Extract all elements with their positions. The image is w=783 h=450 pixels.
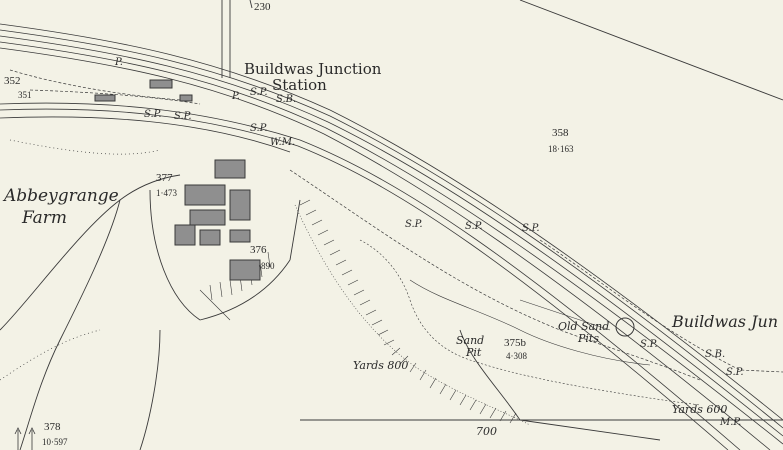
old-sand-label: Old Sand [558, 320, 610, 333]
abbrev-wm: W.M. [270, 137, 296, 148]
abbrev-p-2: P. [232, 91, 240, 102]
farm-buildings [174, 159, 261, 281]
pit-label: Pit [466, 346, 482, 359]
abbrev-sp-9: S.P. [726, 367, 744, 378]
station-buildings [94, 79, 193, 102]
abbrev-sp-7: S.P. [522, 223, 540, 234]
station-name-line2: Station [272, 76, 327, 94]
abbrev-sp-4: S.P. [250, 123, 268, 134]
parcel-230: 230 [254, 1, 271, 13]
parcel-377: 377 [156, 172, 173, 184]
farm-name-line2: Farm [22, 208, 68, 228]
abbrev-p-1: P. [115, 57, 123, 68]
sand-label: Sand [456, 334, 485, 347]
parcel-375b: 375b [504, 337, 526, 349]
yards-600-label: Yards 600 [672, 403, 728, 416]
abbrev-sp-6: S.P. [465, 221, 483, 232]
abbrev-sp-8: S.P. [640, 339, 658, 350]
parcel-378: 378 [44, 421, 61, 433]
parcel-352: 352 [4, 75, 21, 87]
abbrev-sp-1: S.P. [250, 87, 268, 98]
parcel-378-area: 10·597 [42, 437, 68, 447]
abbrev-sp-2: S.P. [144, 109, 162, 120]
parcel-376: 376 [250, 244, 267, 256]
railway-tracks [0, 23, 783, 450]
parcel-376-area: ·890 [258, 261, 275, 271]
abbrev-sp-5: S.P. [405, 219, 423, 230]
parcel-358-area: 18·163 [548, 144, 574, 154]
farm-name: Abbeygrange [4, 186, 119, 206]
abbrev-mp: M.P. [720, 417, 742, 428]
pits-label: Pits [578, 332, 599, 345]
yards-800-label: Yards 800 [353, 359, 409, 372]
parcel-358: 358 [552, 127, 569, 139]
parcel-351: 351 [18, 90, 32, 100]
junction-name: Buildwas Jun [672, 312, 779, 331]
abbrev-sb-1: S.B. [276, 94, 297, 105]
station-name: Buildwas Junction [244, 60, 382, 78]
parcel-377-area: 1·473 [156, 188, 177, 198]
parcel-375b-area: 4·308 [506, 351, 527, 361]
sand-pit-hachures [199, 199, 701, 426]
label-700: 700 [476, 425, 497, 438]
abbrev-sp-3: S.P. [174, 111, 192, 122]
abbrev-sb-2: S.B. [705, 349, 726, 360]
